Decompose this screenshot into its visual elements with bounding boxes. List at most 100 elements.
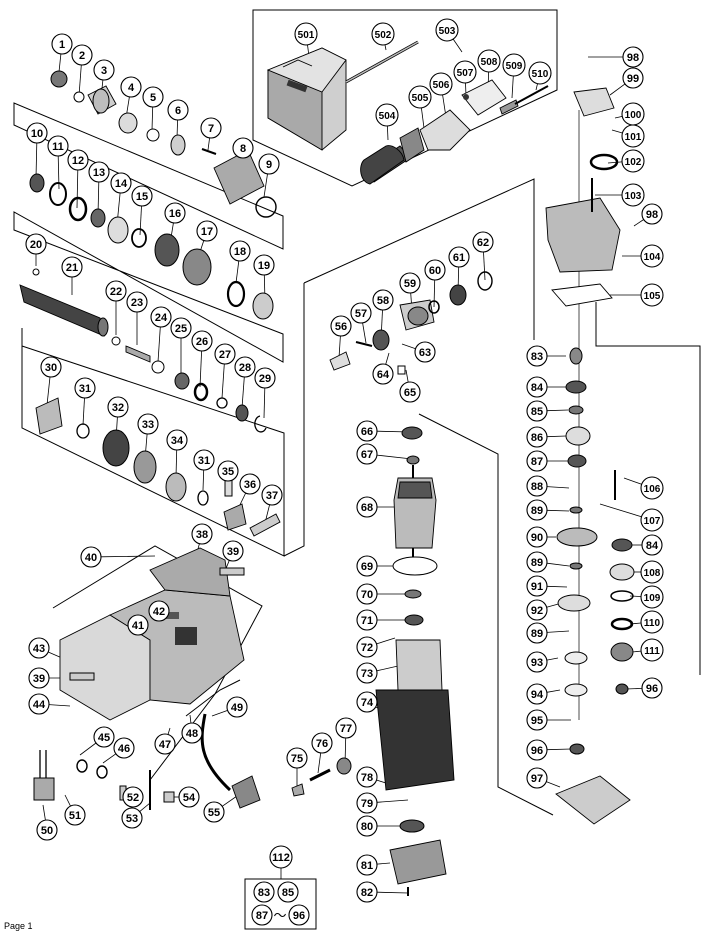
callout-circle [372,363,394,385]
callout-number: 58 [377,295,389,307]
callout-63: 63 [414,341,436,363]
callout-61: 61 [448,246,470,268]
callout-circle [640,476,664,500]
callout-circle [234,356,256,378]
callout-78: 78 [356,766,378,788]
callout-circle [217,460,239,482]
leader-line-73 [376,665,399,672]
leader-line-27 [221,363,225,399]
callout-56: 56 [330,315,352,337]
callout-circle [330,315,352,337]
leader-line-89b [546,562,570,567]
callout-number: 89 [531,628,543,640]
callout-number: 8 [240,143,246,155]
callout-98b: 98 [641,203,663,225]
callout-circle [166,429,188,451]
callout-19: 19 [253,254,275,276]
callout-circle [356,583,378,605]
callout-5: 5 [142,86,164,108]
callout-number: 81 [361,860,373,872]
callout-number: 52 [127,792,139,804]
callout-68: 68 [356,496,378,518]
callout-30: 30 [40,356,62,378]
callout-50: 50 [36,819,58,841]
callout-circle [51,33,73,55]
callout-number: 32 [112,402,124,414]
callout-circle [528,61,552,85]
callout-96b: 96 [641,677,663,699]
callout-105: 105 [640,283,664,307]
callout-circle [356,881,378,903]
callout-circle [640,244,664,268]
frame-gear-column [303,178,535,340]
leader-line-62 [483,251,486,281]
callout-circle [399,381,421,403]
callout-circle [477,49,501,73]
callout-60: 60 [424,259,446,281]
callout-circle [28,637,50,659]
callout-49: 49 [226,696,248,718]
callout-number: 44 [33,699,46,711]
kit-item-85: 85 [282,887,294,899]
callout-number: 80 [361,821,373,833]
leader-line-29 [263,387,266,419]
callout-number: 13 [93,167,105,179]
callout-11: 11 [47,135,69,157]
leader-line-510 [535,83,538,91]
frame-lower-link [283,283,305,557]
gear-column [545,87,635,825]
callout-number: 48 [186,728,198,740]
leader-line-44 [48,704,71,707]
leader-line-89c [546,630,570,633]
carry-case [266,47,347,151]
callout-43: 43 [28,637,50,659]
callout-39b: 39 [28,667,50,689]
callout-number: 504 [379,111,396,122]
callout-58: 58 [372,289,394,311]
callout-79: 79 [356,792,378,814]
callout-circle [71,44,93,66]
leader-line-55 [221,795,238,807]
frame-motor [418,413,554,816]
callout-81: 81 [356,854,378,876]
callout-507: 507 [453,60,477,84]
kit-item-87: 87 [256,910,268,922]
callout-circle [526,526,548,548]
callout-74: 74 [356,691,378,713]
callout-number: 63 [419,347,431,359]
leader-line-102 [607,161,623,164]
motor [291,426,455,896]
callout-54: 54 [178,786,200,808]
callout-72: 72 [356,636,378,658]
leader-line-99 [609,83,626,96]
callout-85: 85 [526,400,548,422]
callout-84: 84 [526,376,548,398]
leader-line-82 [376,891,409,894]
leader-line-98b [633,219,644,227]
callout-circle [40,356,62,378]
callout-number: 38 [196,529,208,541]
leader-line-30 [46,376,51,406]
callout-circle [47,135,69,157]
callout-number: 86 [531,432,543,444]
callout-99: 99 [622,67,644,89]
callout-number: 42 [153,606,165,618]
callout-number: 508 [481,57,498,68]
callout-13: 13 [88,161,110,183]
callout-number: 40 [85,552,97,564]
callout-41: 41 [127,614,149,636]
callout-46: 46 [113,737,135,759]
callout-number: 31 [198,455,210,467]
leader-line-100 [614,116,623,119]
callout-number: 10 [31,128,43,140]
leader-line-86 [546,435,567,438]
leader-line-72 [376,637,396,645]
frame-handle-link [185,679,241,717]
callout-circle [356,555,378,577]
callout-37: 37 [261,484,283,506]
callout-circle [622,46,644,68]
callout-82: 82 [356,881,378,903]
callout-circle [107,396,129,418]
callout-92: 92 [526,599,548,621]
